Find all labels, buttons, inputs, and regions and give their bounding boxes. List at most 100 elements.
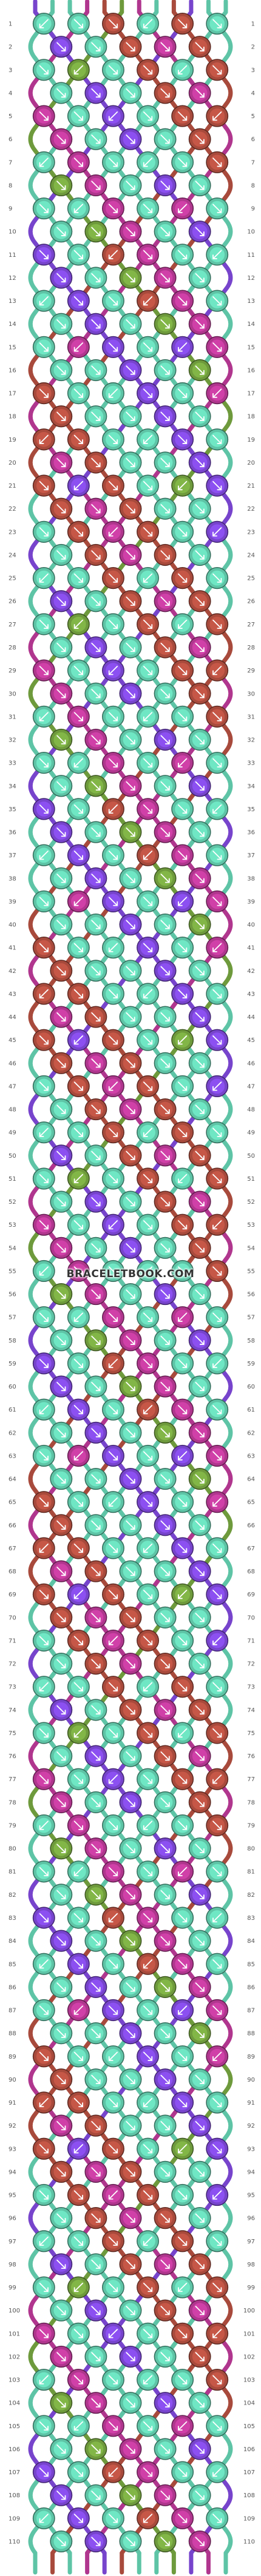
- row-number-right: 69: [247, 1592, 255, 1598]
- row-number-right: 84: [247, 1938, 255, 1945]
- knot-arrow-icon: [143, 758, 153, 768]
- knot-arrow-icon: [39, 758, 49, 768]
- edge-strand: [223, 1511, 233, 1539]
- edge-strand: [223, 2112, 233, 2140]
- knot: [32, 2230, 55, 2252]
- knot-arrow-icon: [39, 111, 49, 121]
- knot-arrow-icon: [143, 527, 153, 537]
- knot: [188, 451, 211, 474]
- knot: [50, 1653, 73, 1675]
- knot: [119, 1421, 142, 1444]
- row-number-left: 42: [8, 968, 16, 975]
- edge-strand: [28, 2112, 38, 2140]
- knot-arrow-icon: [178, 527, 188, 537]
- knot: [154, 2530, 177, 2553]
- knot: [119, 2160, 142, 2183]
- row-number-left: 36: [8, 829, 16, 836]
- knot: [188, 2114, 211, 2137]
- row-number-left: 102: [8, 2354, 20, 2360]
- knot: [102, 2137, 124, 2160]
- row-number-left: 86: [8, 1984, 16, 1991]
- knot-arrow-icon: [178, 2051, 188, 2061]
- knot: [50, 2253, 73, 2276]
- knot-arrow-icon: [126, 2306, 135, 2315]
- knot: [188, 590, 211, 612]
- knot-arrow-icon: [178, 1774, 188, 1784]
- knot: [154, 590, 177, 612]
- knot-arrow-icon: [160, 1428, 170, 1438]
- knot-arrow-icon: [56, 42, 66, 51]
- knot: [67, 1814, 90, 1837]
- knot-arrow-icon: [126, 1428, 135, 1438]
- knot-arrow-icon: [39, 1451, 49, 1461]
- row-number-right: 57: [247, 1315, 255, 1321]
- knot-arrow-icon: [178, 1497, 188, 1507]
- knot: [32, 2507, 55, 2529]
- row-number-left: 58: [8, 1338, 16, 1344]
- knot: [32, 2368, 55, 2391]
- edge-strand: [28, 264, 38, 292]
- row-number-left: 20: [8, 460, 16, 466]
- row-number-left: 33: [8, 760, 16, 767]
- knot-arrow-icon: [56, 1520, 66, 1530]
- knot-arrow-icon: [39, 804, 49, 814]
- knot-arrow-icon: [108, 2421, 118, 2431]
- edge-strand: [28, 217, 38, 245]
- knot-arrow-icon: [108, 1220, 118, 1230]
- row-number-left: 75: [8, 1730, 16, 1737]
- row-number-left: 41: [8, 945, 16, 952]
- knot: [137, 151, 159, 173]
- knot-arrow-icon: [73, 1821, 83, 1830]
- knot: [84, 728, 107, 751]
- knot: [32, 1861, 55, 1883]
- knot-arrow-icon: [126, 1844, 135, 1853]
- knot: [102, 1537, 124, 1559]
- row-number-right: 92: [247, 2123, 255, 2130]
- knot: [32, 197, 55, 220]
- knot-arrow-icon: [56, 1335, 66, 1345]
- knot-arrow-icon: [73, 1913, 83, 1923]
- knot-arrow-icon: [108, 1358, 118, 1369]
- row-number-left: 47: [8, 1083, 16, 1090]
- knot-arrow-icon: [108, 342, 118, 352]
- knot-arrow-icon: [160, 1197, 170, 1207]
- knot: [171, 1491, 194, 1513]
- edge-strand: [28, 310, 38, 338]
- knot-arrow-icon: [108, 527, 118, 537]
- knot-arrow-icon: [108, 1636, 118, 1645]
- knot: [84, 2299, 107, 2322]
- knot-arrow-icon: [126, 1474, 135, 1484]
- knot-arrow-icon: [160, 88, 170, 98]
- knot: [32, 2091, 55, 2114]
- knot: [171, 1167, 194, 1190]
- knot: [171, 2137, 194, 2160]
- row-number-right: 36: [247, 829, 255, 836]
- knot-arrow-icon: [160, 1381, 170, 1392]
- knot-arrow-icon: [212, 2097, 222, 2108]
- row-number-right: 37: [247, 852, 255, 859]
- knot: [206, 1676, 229, 1698]
- row-number-right: 18: [247, 414, 255, 420]
- knot: [32, 1676, 55, 1698]
- knot-arrow-icon: [108, 1867, 118, 1876]
- knot-arrow-icon: [143, 65, 153, 75]
- knot-arrow-icon: [126, 2167, 135, 2177]
- knot-arrow-icon: [143, 1127, 153, 1137]
- knot: [206, 1491, 229, 1513]
- knot: [50, 1283, 73, 1306]
- knot: [206, 1121, 229, 1144]
- knot: [84, 1560, 107, 1582]
- knot-arrow-icon: [178, 2282, 188, 2292]
- knot-arrow-icon: [126, 1936, 135, 1946]
- knot: [137, 1676, 159, 1698]
- knot-arrow-icon: [56, 2121, 66, 2131]
- knot: [171, 1398, 194, 1421]
- row-number-right: 1: [251, 21, 255, 28]
- knot: [84, 1098, 107, 1121]
- knot-arrow-icon: [126, 920, 135, 929]
- knot-arrow-icon: [195, 689, 205, 699]
- knot: [206, 151, 229, 173]
- knot: [188, 821, 211, 843]
- knot-arrow-icon: [39, 1590, 49, 1599]
- knot-arrow-icon: [73, 2144, 83, 2154]
